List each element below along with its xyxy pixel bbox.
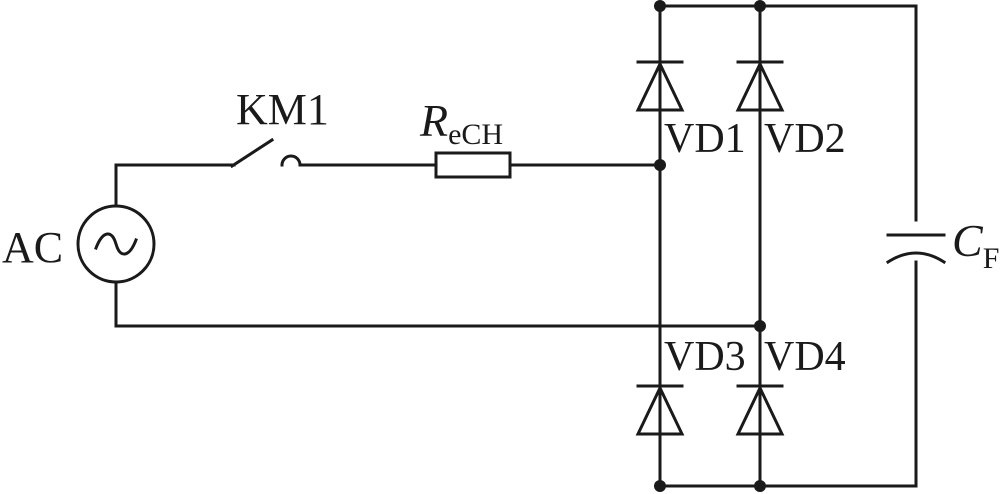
bridge-bottom-rail [658,260,918,488]
ac-source-label: AC [2,223,63,272]
vd2-label: VD2 [764,116,846,162]
bridge-top-rail [658,4,918,222]
vd3-label: VD3 [664,334,746,380]
node-top-right [754,0,766,12]
filter-capacitor [885,233,947,265]
node-ac-return [754,320,766,332]
wire-source-bottom [114,280,762,328]
resistor-label-main: R [419,95,448,146]
capacitor-label-main: C [952,215,984,266]
node-bottom-left [654,480,666,492]
diode-vd3 [635,384,685,436]
km1-label: KM1 [236,85,329,134]
vd1-label: VD1 [664,116,746,162]
capacitor-label: CF [952,215,999,275]
capacitor-label-sub: F [983,242,1000,275]
node-bottom-right [754,480,766,492]
recharge-resistor [434,151,512,179]
node-ac-input [654,159,666,171]
node-top-left [654,0,666,12]
wire-source-top [114,163,236,208]
ac-source [76,204,156,284]
km1-switch [229,137,302,169]
resistor-label-sub: eCH [448,118,503,151]
diode-vd4 [735,384,785,436]
vd4-label: VD4 [764,334,846,380]
diode-vd1 [635,60,685,112]
diode-vd2 [735,60,785,112]
resistor-label: ReCH [419,95,503,151]
